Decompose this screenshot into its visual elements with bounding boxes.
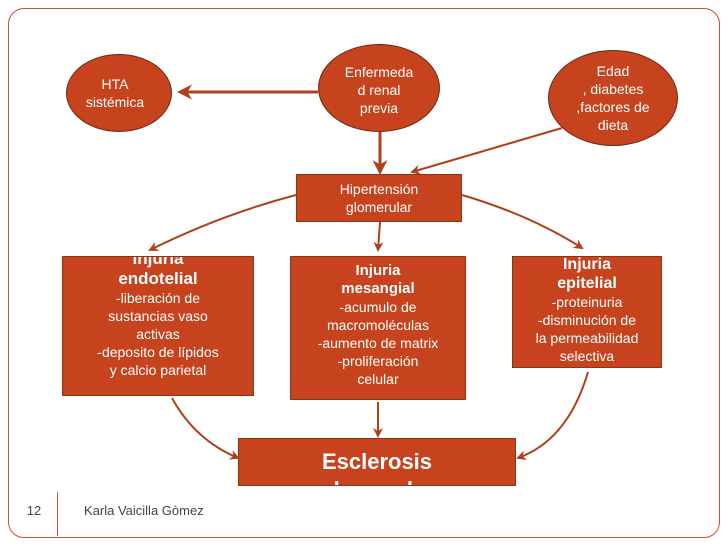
slide-number: 12 bbox=[26, 503, 42, 518]
arrow-endotelial-to-esclerosis bbox=[171, 397, 240, 460]
mesangial-body: -acumulo de macromoléculas -aumento de m… bbox=[317, 299, 439, 387]
node-esclerosis-glomerular: Esclerosis glomerular bbox=[238, 438, 516, 486]
epitelial-title: Injuria epitelial bbox=[557, 256, 617, 292]
node-hta-text: HTA sistémica bbox=[85, 76, 145, 110]
footer-author: Karla Vaicilla Gòmez bbox=[84, 503, 204, 518]
node-edad-diabetes: Edad , diabetes ,factores de dieta bbox=[548, 50, 678, 146]
mesangial-title: Injuria mesangial bbox=[341, 262, 415, 297]
arrow-epitelial-to-esclerosis bbox=[516, 371, 589, 460]
endotelial-title: Injuria endotelial bbox=[118, 256, 198, 288]
footer-divider bbox=[57, 492, 58, 536]
node-injuria-mesangial: Injuria mesangial -acumulo de macromoléc… bbox=[290, 256, 466, 400]
node-injuria-epitelial: Injuria epitelial -proteinuria -disminuc… bbox=[512, 256, 662, 368]
node-enfermedad-renal: Enfermeda d renal previa bbox=[318, 44, 440, 132]
endotelial-body: -liberación de sustancias vaso activas -… bbox=[97, 290, 219, 378]
node-hta-sistemica: HTA sistémica bbox=[66, 54, 172, 132]
epitelial-body: -proteinuria -disminución de la permeabi… bbox=[535, 294, 639, 364]
node-edad-text: Edad , diabetes ,factores de dieta bbox=[576, 63, 650, 133]
node-hipertension-glomerular: Hipertensión glomerular bbox=[296, 174, 462, 222]
slide-frame bbox=[8, 8, 720, 538]
arrow-edad-to-hipertension bbox=[410, 127, 563, 175]
node-injuria-endotelial: Injuria endotelial -liberación de sustan… bbox=[62, 256, 254, 396]
node-esclerosis-text: Esclerosis glomerular bbox=[320, 449, 434, 485]
arrow-hipertension-to-endotelial bbox=[148, 194, 297, 251]
arrow-hipertension-to-epitelial bbox=[461, 194, 584, 250]
arrow-hipertension-to-mesangial bbox=[373, 221, 384, 252]
node-enfermedad-text: Enfermeda d renal previa bbox=[344, 64, 414, 116]
node-hipertension-text: Hipertensión glomerular bbox=[339, 181, 419, 215]
